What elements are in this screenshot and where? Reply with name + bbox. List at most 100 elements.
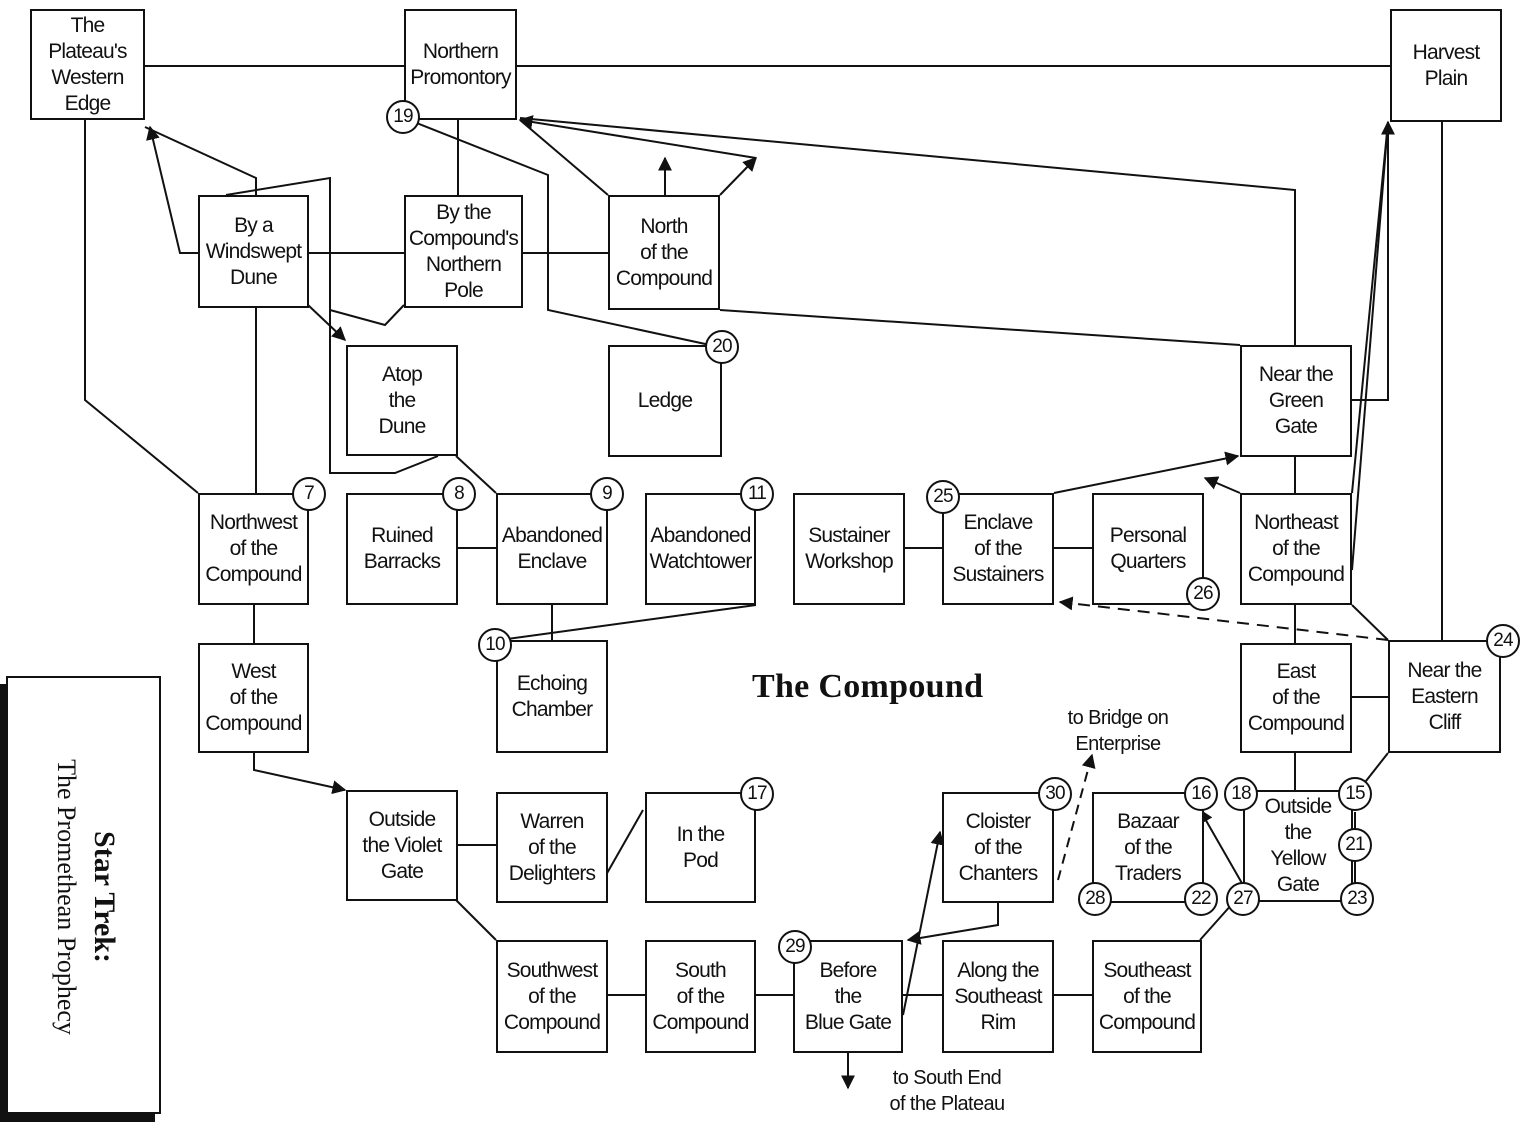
marker-28: 28	[1078, 882, 1112, 916]
path-green-harvest	[1352, 120, 1395, 401]
room-label: By a Windswept Dune	[205, 213, 302, 289]
room-southeast-compound[interactable]: Southeast of the Compound	[1092, 940, 1202, 1053]
marker-9: 9	[590, 477, 624, 511]
room-label: Warren of the Delighters	[508, 809, 596, 885]
path-north-promontory	[519, 119, 609, 196]
path-promontory-ledge	[403, 117, 711, 346]
room-label: Northern Promontory	[410, 39, 511, 89]
room-ledge[interactable]: Ledge	[608, 345, 722, 457]
room-label: Ruined Barracks	[363, 524, 441, 573]
room-label: South of the Compound	[652, 958, 749, 1034]
room-abandoned-watchtower[interactable]: Abandoned Watchtower	[645, 493, 756, 605]
marker-21: 21	[1338, 828, 1372, 862]
room-label: Bazaar of the Traders	[1115, 809, 1182, 885]
path-west-violet	[253, 753, 347, 795]
game-title-box: Star Trek: The Promethean Prophecy	[6, 676, 161, 1114]
room-west-compound[interactable]: West of the Compound	[198, 643, 309, 753]
room-east-compound[interactable]: East of the Compound	[1240, 643, 1352, 753]
room-sustainer-workshop[interactable]: Sustainer Workshop	[793, 493, 905, 605]
path-pole-atop	[329, 304, 405, 327]
marker-16: 16	[1184, 777, 1218, 811]
path-cloister-blue	[906, 903, 999, 945]
room-personal-quarters[interactable]: Personal Quarters	[1092, 493, 1204, 605]
room-label: Northeast of the Compound	[1247, 511, 1345, 586]
room-outside-violet-gate[interactable]: Outside the Violet Gate	[346, 790, 458, 901]
room-outside-yellow-gate[interactable]: Outside the Yellow Gate	[1243, 790, 1353, 902]
room-warren-delighters[interactable]: Warren of the Delighters	[496, 792, 608, 903]
arrow-northeast-green	[1203, 476, 1241, 494]
room-northern-pole[interactable]: By the Compound's Northern Pole	[404, 195, 523, 308]
path-dune-atop	[307, 304, 347, 341]
exit-to-south-end: to South End of the Plateau	[889, 1067, 1005, 1115]
room-northwest-compound[interactable]: Northwest of the Compound	[198, 493, 309, 605]
path-northeast-harvest-2	[1351, 121, 1389, 571]
marker-20: 20	[705, 330, 739, 364]
path-dune-loop	[225, 176, 439, 474]
room-southwest-compound[interactable]: Southwest of the Compound	[496, 940, 608, 1053]
room-near-green-gate[interactable]: Near the Green Gate	[1240, 345, 1352, 457]
area-title: The Compound	[752, 668, 984, 705]
room-label: Personal Quarters	[1109, 524, 1187, 573]
marker-22: 22	[1184, 882, 1218, 916]
path-warren-pod	[605, 809, 644, 876]
game-title-line1: Star Trek:	[88, 831, 121, 963]
room-harvest-plain[interactable]: Harvest Plain	[1390, 9, 1502, 122]
marker-30: 30	[1038, 777, 1072, 811]
room-northern-promontory[interactable]: Northern Promontory	[404, 9, 517, 120]
path-southeast-yellow	[1199, 902, 1234, 941]
room-abandoned-enclave[interactable]: Abandoned Enclave	[496, 493, 608, 605]
room-label: Near the Eastern Cliff	[1407, 658, 1482, 734]
room-plateau-western-edge[interactable]: The Plateau's Western Edge	[30, 9, 145, 120]
marker-25: 25	[926, 480, 960, 514]
room-echoing-chamber[interactable]: Echoing Chamber	[496, 640, 608, 753]
room-label: East of the Compound	[1247, 660, 1345, 735]
room-in-the-pod[interactable]: In the Pod	[645, 792, 756, 903]
path-green-promontory	[519, 117, 1296, 345]
marker-27: 27	[1226, 882, 1260, 916]
room-label: Harvest Plain	[1412, 40, 1481, 90]
path-north-green	[719, 309, 1241, 346]
room-north-of-compound[interactable]: North of the Compound	[608, 195, 720, 310]
room-northeast-compound[interactable]: Northeast of the Compound	[1240, 493, 1352, 605]
room-label: Ledge	[637, 389, 693, 412]
path-dune-plateau-2	[144, 126, 257, 195]
path-watchtower-echoing	[499, 604, 757, 641]
room-label: Abandoned Enclave	[501, 524, 603, 573]
path-northeast-harvest	[1351, 121, 1389, 494]
marker-26: 26	[1186, 577, 1220, 611]
room-label: Cloister of the Chanters	[958, 809, 1039, 885]
room-cloister-chanters[interactable]: Cloister of the Chanters	[942, 792, 1054, 903]
marker-17: 17	[740, 777, 774, 811]
path-cloister-bridge-dashed	[1057, 753, 1096, 881]
path-dune-plateau	[146, 125, 198, 254]
room-before-blue-gate[interactable]: Before the Blue Gate	[793, 940, 903, 1053]
room-label: In the Pod	[676, 822, 726, 872]
marker-11: 11	[740, 477, 774, 511]
room-windswept-dune[interactable]: By a Windswept Dune	[198, 195, 309, 308]
room-label: Outside the Violet Gate	[362, 807, 442, 883]
marker-29: 29	[778, 930, 812, 964]
path-atop-enclave	[455, 455, 497, 494]
marker-10: 10	[478, 628, 512, 662]
path-blue-cloister	[902, 830, 945, 1016]
room-label: Northwest of the Compound	[205, 511, 302, 586]
arrow-north-ne	[719, 156, 757, 196]
room-label: Abandoned Watchtower	[649, 524, 752, 573]
path-sustainers-green	[1053, 451, 1240, 494]
marker-8: 8	[442, 477, 476, 511]
marker-18: 18	[1224, 777, 1258, 811]
room-label: Southeast of the Compound	[1098, 958, 1196, 1034]
room-label: Near the Green Gate	[1258, 363, 1334, 438]
marker-15: 15	[1338, 777, 1372, 811]
room-south-compound[interactable]: South of the Compound	[645, 940, 756, 1053]
room-enclave-sustainers[interactable]: Enclave of the Sustainers	[942, 493, 1054, 605]
room-ruined-barracks[interactable]: Ruined Barracks	[346, 493, 458, 605]
room-atop-the-dune[interactable]: Atop the Dune	[346, 345, 458, 456]
room-bazaar-traders[interactable]: Bazaar of the Traders	[1092, 792, 1204, 903]
marker-7: 7	[292, 477, 326, 511]
marker-19: 19	[386, 100, 420, 134]
room-near-eastern-cliff[interactable]: Near the Eastern Cliff	[1388, 640, 1501, 753]
room-along-southeast-rim[interactable]: Along the Southeast Rim	[942, 940, 1054, 1053]
